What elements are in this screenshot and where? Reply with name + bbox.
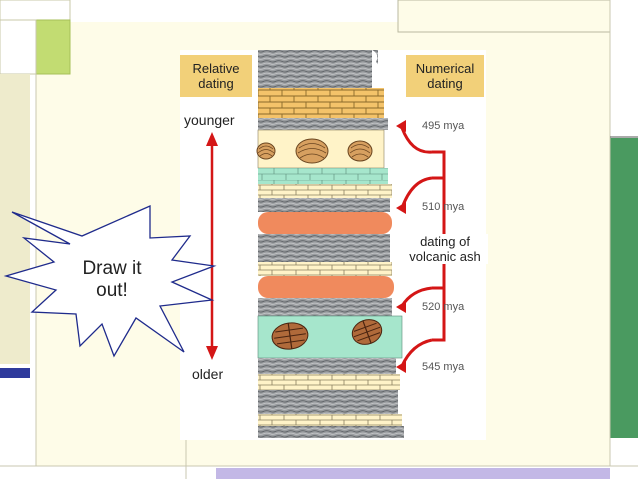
rock-layer bbox=[258, 358, 396, 374]
volcanic-ash-label: dating of volcanic ash bbox=[402, 234, 488, 264]
ash-label-line1: dating of bbox=[420, 234, 470, 249]
age-value: 545 bbox=[422, 361, 441, 373]
corner-block-top bbox=[0, 0, 71, 21]
age-label-520: 520 mya bbox=[422, 301, 464, 313]
rock-layer bbox=[258, 262, 392, 276]
rock-layer bbox=[258, 184, 392, 198]
trilobite-fossil-icon bbox=[271, 322, 309, 350]
numerical-header-line2: dating bbox=[427, 76, 463, 91]
shell-fossil-icon bbox=[347, 140, 373, 162]
relative-time-arrow bbox=[206, 132, 218, 360]
rock-layer bbox=[258, 168, 388, 184]
age-label-545: 545 mya bbox=[422, 361, 464, 373]
bottom-lavender-bar bbox=[216, 468, 610, 479]
shell-fossils bbox=[256, 138, 373, 164]
age-label-510: 510 mya bbox=[422, 201, 464, 213]
callout-text: Draw it out! bbox=[62, 258, 162, 302]
rock-column bbox=[257, 50, 404, 438]
age-arrowhead bbox=[396, 301, 406, 313]
rock-layer bbox=[258, 374, 400, 390]
top-right-block bbox=[397, 0, 611, 33]
age-arrowhead bbox=[396, 120, 406, 132]
age-unit: mya bbox=[443, 201, 465, 213]
relative-dating-header: Relative dating bbox=[180, 55, 252, 97]
volcanic-ash-layer bbox=[258, 212, 392, 234]
corner-block-green bbox=[35, 19, 71, 75]
rock-layer bbox=[258, 198, 390, 212]
callout-line2: out! bbox=[96, 280, 128, 301]
age-value: 510 bbox=[422, 201, 441, 213]
age-unit: mya bbox=[443, 120, 465, 132]
numerical-header-line1: Numerical bbox=[415, 61, 475, 76]
shell-fossil-icon bbox=[295, 138, 329, 164]
rock-layer bbox=[258, 88, 384, 118]
ash-label-line2: volcanic ash bbox=[409, 249, 481, 264]
relative-header-line1: Relative bbox=[192, 61, 240, 76]
age-unit: mya bbox=[443, 301, 465, 313]
age-value: 495 bbox=[422, 120, 441, 132]
relative-header-line2: dating bbox=[198, 76, 234, 91]
rock-layer bbox=[258, 414, 402, 426]
rock-layer bbox=[258, 390, 398, 414]
age-label-495: 495 mya bbox=[422, 120, 464, 132]
left-accent-bar bbox=[0, 368, 30, 378]
age-value: 520 bbox=[422, 301, 441, 313]
rock-layer bbox=[258, 234, 390, 262]
trilobite-fossil-icon bbox=[351, 319, 383, 345]
younger-label: younger bbox=[184, 112, 235, 128]
rock-layer bbox=[258, 426, 404, 438]
callout-line1: Draw it bbox=[82, 258, 142, 279]
volcanic-ash-layer bbox=[258, 276, 394, 298]
trilobite-fossils bbox=[271, 319, 383, 350]
age-arrowhead bbox=[396, 202, 406, 214]
rock-layer bbox=[258, 118, 388, 130]
numerical-dating-header: Numerical dating bbox=[406, 55, 484, 97]
corner-block-white bbox=[0, 19, 37, 75]
starburst-callout bbox=[3, 205, 217, 358]
older-label: older bbox=[192, 366, 224, 382]
age-arrowhead bbox=[396, 361, 406, 373]
shell-fossil-icon bbox=[256, 142, 276, 160]
age-unit: mya bbox=[443, 361, 465, 373]
right-green-block bbox=[610, 138, 638, 438]
rock-layer bbox=[258, 298, 392, 316]
rock-layer bbox=[258, 50, 378, 88]
